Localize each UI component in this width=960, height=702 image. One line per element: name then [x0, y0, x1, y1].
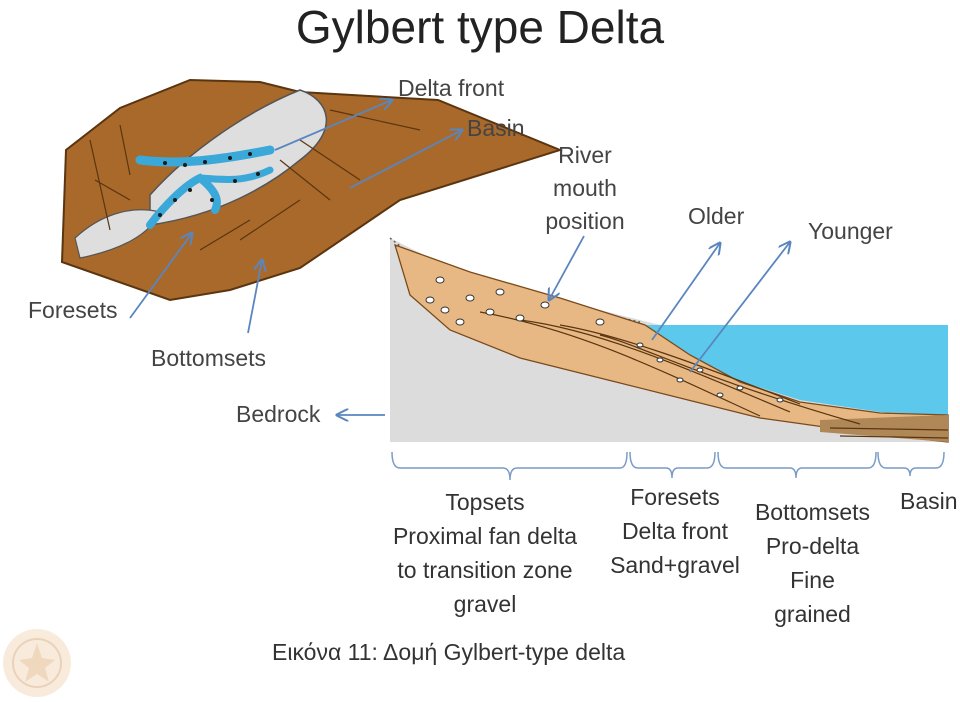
- zone-basin: Basin: [900, 488, 958, 514]
- label-bottomsets: Bottomsets: [151, 345, 267, 371]
- zone-foresets: Foresets Delta front Sand+gravel: [610, 484, 740, 578]
- bracket-basin: [877, 451, 945, 477]
- university-seal-icon: [3, 629, 71, 697]
- arrow-older: [651, 243, 720, 341]
- page-title: Gylbert type Delta: [295, 1, 665, 53]
- arrow-bottomsets: [247, 260, 262, 334]
- label-younger: Younger: [808, 218, 893, 244]
- arrow-basin: [349, 130, 462, 189]
- label-older: Older: [688, 203, 745, 229]
- arrow-delta-front: [274, 100, 392, 151]
- bracket-topsets: [391, 451, 628, 481]
- annotation-arrows: [129, 100, 790, 415]
- bracket-foresets: [629, 451, 716, 479]
- bracket-bottomsets: [717, 451, 877, 479]
- zone-topsets: Topsets Proximal fan delta to transition…: [392, 489, 578, 617]
- label-bedrock: Bedrock: [236, 401, 321, 427]
- label-basin: Basin: [467, 115, 525, 141]
- label-foresets: Foresets: [28, 297, 118, 323]
- arrow-younger: [689, 242, 790, 373]
- cross-section: [389, 237, 949, 443]
- arrow-river-mouth: [549, 235, 585, 300]
- terrain-block-3d: [60, 78, 563, 302]
- arrow-foresets: [129, 233, 192, 319]
- zone-brackets: [391, 451, 945, 481]
- label-delta-front: Delta front: [398, 75, 505, 101]
- figure-caption: Εικόνα 11: Δομή Gylbert-type delta: [272, 639, 626, 665]
- label-river-mouth-position: River mouth position: [545, 142, 625, 234]
- zone-bottomsets: Bottomsets Pro-delta Fine grained: [754, 499, 871, 627]
